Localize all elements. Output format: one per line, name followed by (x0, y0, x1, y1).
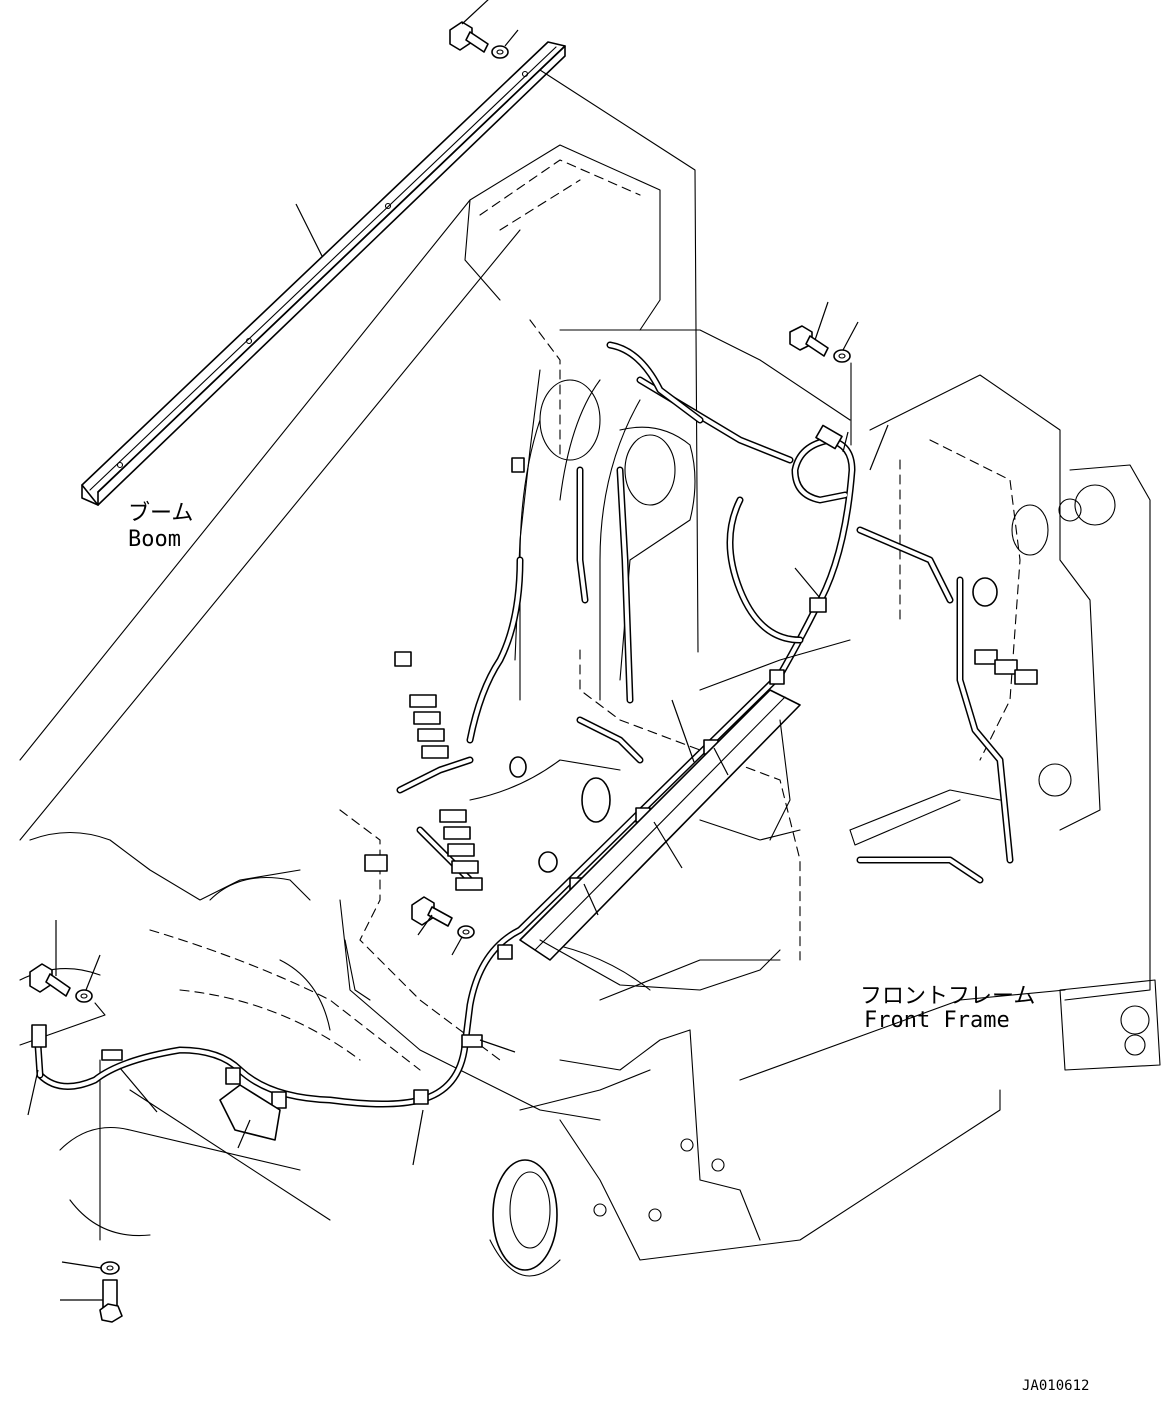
front-frame-outline (559, 374, 1161, 1261)
callout-lines (27, 424, 889, 1166)
bolt-left (29, 920, 71, 997)
bolt-bottom (60, 1279, 123, 1323)
harness-cover-plates (219, 689, 801, 1141)
drawing-code: JA010612 (1022, 1378, 1089, 1394)
frame-body (339, 329, 851, 1277)
washer-upper-right (833, 321, 859, 363)
boom-label-en: Boom (128, 527, 181, 552)
boom-outline (19, 144, 661, 1241)
leader-left (19, 1002, 106, 1046)
washer-left (75, 954, 101, 1003)
front-frame-label-en: Front Frame (864, 1008, 1010, 1033)
leader-top-to-frame (539, 69, 699, 653)
washer-top (491, 29, 519, 59)
hydraulic-lines (344, 341, 1014, 1111)
washer-middle (451, 925, 475, 956)
connector-stack-right (974, 649, 1038, 685)
boom-label-jp: ブーム (128, 501, 193, 526)
bolt-top (449, 0, 489, 53)
bolt-middle (411, 896, 453, 936)
washer-bottom (61, 1261, 120, 1275)
bolt-upper-right (789, 301, 829, 357)
front-frame-label-jp: フロントフレーム (860, 984, 1035, 1009)
boom-cover-part (81, 41, 566, 506)
misc-fittings (364, 457, 998, 873)
connector-stack-left (409, 694, 483, 891)
